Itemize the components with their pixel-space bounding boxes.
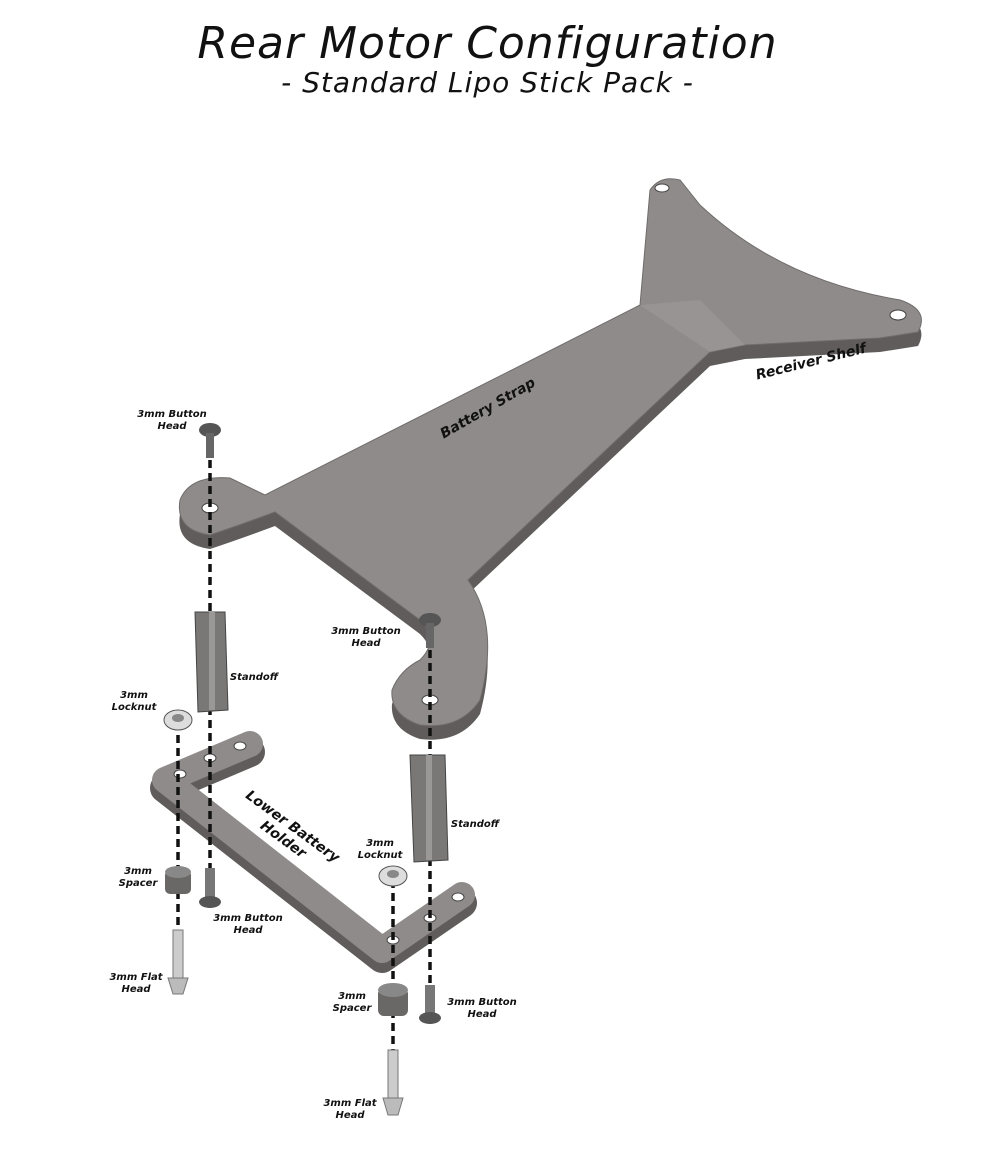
button-head-screw xyxy=(199,868,221,908)
button-head-screw xyxy=(199,423,221,458)
flat-head-screw xyxy=(382,1049,404,1116)
lower-battery-holder-part xyxy=(150,731,477,973)
button-head-screw xyxy=(419,985,441,1024)
button-head-screw xyxy=(419,613,441,648)
flat-head-screw xyxy=(167,929,189,995)
label-standoff: Standoff xyxy=(451,819,501,830)
diagram-subtitle: - Standard Lipo Stick Pack - xyxy=(281,66,694,99)
battery-strap-part xyxy=(178,178,922,740)
spacer xyxy=(165,866,191,894)
diagram-title: Rear Motor Configuration xyxy=(197,18,778,69)
spacer xyxy=(378,983,408,1016)
standoff xyxy=(409,754,449,863)
label-standoff: Standoff xyxy=(230,672,280,683)
locknut xyxy=(163,709,193,731)
locknut xyxy=(378,865,408,887)
standoff xyxy=(194,611,229,713)
